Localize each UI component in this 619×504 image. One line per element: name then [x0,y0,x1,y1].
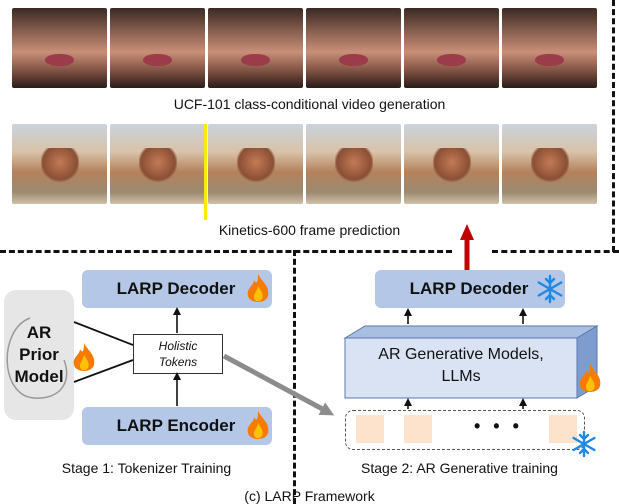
fire-icon [579,364,601,392]
stage2-caption: Stage 2: AR Generative training [361,460,558,476]
kinetics-frame-strip [12,124,597,204]
horizontal-divider [0,250,452,253]
token [356,415,384,443]
kinetics-caption: Kinetics-600 frame prediction [218,222,401,238]
token-strip [345,410,585,450]
figure-caption: (c) LARP Framework [244,488,375,504]
prior-line-2: Prior [19,345,59,364]
video-frame [404,8,499,88]
video-frame [306,124,401,204]
stage-vertical-divider [293,250,296,504]
video-frame [110,8,205,88]
holistic-line-1: Holistic [158,339,198,353]
ellipsis: • • • [474,416,523,436]
video-frame [208,8,303,88]
right-vertical-divider [612,0,615,252]
ucf-caption: UCF-101 class-conditional video generati… [173,96,446,112]
stage-transfer-arrow [222,353,335,416]
prior-link-line [73,321,134,346]
context-separator-bar [204,124,207,220]
stage2-larp-decoder: LARP Decoder [375,270,565,308]
prior-line-1: AR [26,323,52,342]
prior-link-line [73,359,134,383]
ar-prior-model-label: AR Prior Model [4,322,74,388]
fire-icon [73,343,95,371]
ucf-frame-strip [12,8,597,88]
ar-generative-models-label: AR Generative Models, LLMs [345,344,577,388]
prior-line-3: Model [14,367,64,386]
encoder-label: LARP Encoder [116,416,236,435]
video-frame [306,8,401,88]
token [549,415,577,443]
video-frame [502,8,597,88]
video-frame [208,124,303,204]
decoder-label: LARP Decoder [116,279,236,298]
holistic-line-2: Tokens [158,355,198,369]
ar-models-line-1: AR Generative Models, [378,346,544,363]
holistic-tokens-box: Holistic Tokens [133,334,223,374]
stage1-caption: Stage 1: Tokenizer Training [61,460,232,476]
video-frame [110,124,205,204]
video-frame [404,124,499,204]
ar-models-line-2: LLMs [441,368,481,385]
stage1-larp-encoder: LARP Encoder [82,407,272,445]
video-frame [12,8,107,88]
horizontal-divider [492,250,619,253]
token [404,415,432,443]
stage1-larp-decoder: LARP Decoder [82,270,272,308]
video-frame [12,124,107,204]
decoder-label: LARP Decoder [409,279,529,298]
video-frame [502,124,597,204]
